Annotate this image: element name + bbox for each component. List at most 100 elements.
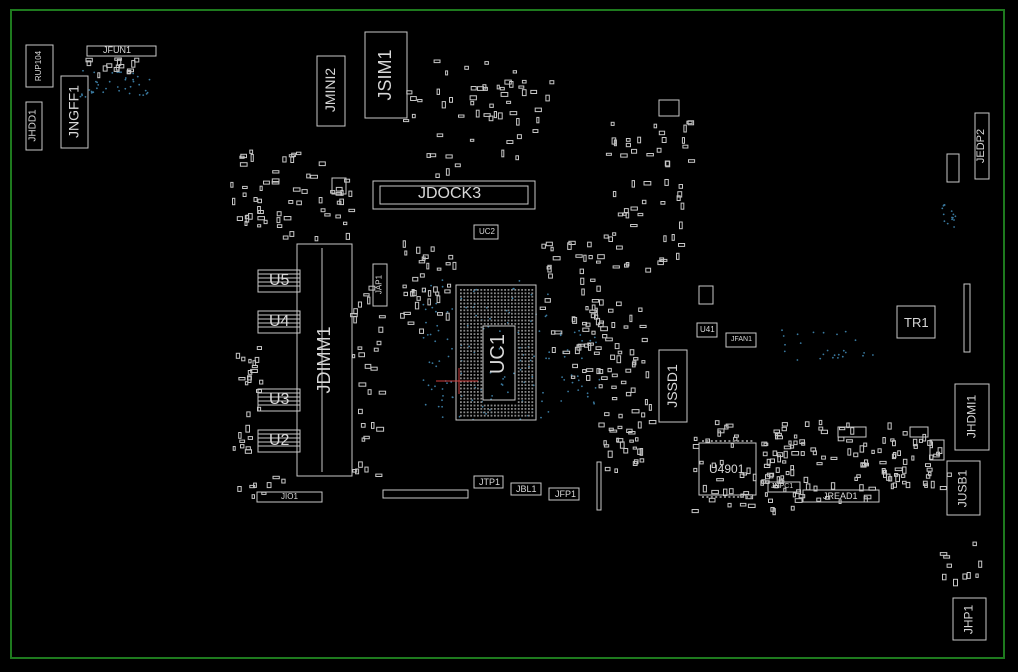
passive-component <box>902 466 907 474</box>
passive-component <box>648 420 657 425</box>
pad <box>724 496 726 498</box>
bga-ball <box>524 357 527 359</box>
bga-ball <box>463 394 466 397</box>
bga-ball <box>480 329 483 332</box>
bga-ball <box>494 323 496 325</box>
passive-component <box>603 440 607 446</box>
passive-component <box>291 152 296 157</box>
passive-component <box>860 462 867 468</box>
label-jhp1: JHP1 <box>961 604 976 635</box>
bga-ball <box>470 370 472 373</box>
bga-ball <box>511 414 513 417</box>
via <box>826 349 829 352</box>
bga-ball <box>483 411 486 414</box>
passive-component <box>373 347 379 352</box>
bga-ball <box>480 299 483 301</box>
bga-ball <box>524 319 527 322</box>
bga-ball <box>487 299 489 301</box>
bga-ball <box>487 306 489 308</box>
bga-ball <box>460 299 462 301</box>
passive-component <box>470 100 475 106</box>
passive-component <box>846 422 850 429</box>
bga-ball <box>466 340 469 342</box>
passive-component <box>352 469 358 473</box>
passive-component <box>939 486 947 491</box>
passive-component <box>599 299 604 306</box>
bga-ball <box>487 414 489 417</box>
bga-ball <box>470 360 472 363</box>
passive-component <box>863 496 868 503</box>
bga-ball <box>473 323 476 325</box>
bga-ball <box>473 360 476 363</box>
passive-component <box>549 80 555 85</box>
passive-component <box>521 79 527 84</box>
bga-ball <box>524 316 527 318</box>
via <box>128 92 131 95</box>
passive-component <box>859 445 865 453</box>
passive-component <box>671 234 675 241</box>
bga-ball <box>497 309 500 312</box>
passive-component <box>942 573 947 581</box>
bga-ball <box>473 380 476 383</box>
via <box>132 78 135 81</box>
pad <box>724 440 726 442</box>
bga-ball <box>514 306 517 308</box>
passive-component <box>254 356 260 363</box>
bga-ball <box>477 397 479 400</box>
via <box>471 399 474 402</box>
via <box>548 357 550 360</box>
bga-ball <box>514 312 517 315</box>
via <box>531 375 534 378</box>
bga-ball <box>473 408 476 410</box>
via <box>577 389 580 391</box>
bga-ball <box>473 397 476 400</box>
passive-component <box>677 191 683 198</box>
bga-ball <box>528 295 530 298</box>
via <box>502 378 504 380</box>
passive-component <box>912 438 918 447</box>
bga-ball <box>470 374 472 376</box>
bga-ball <box>470 336 472 339</box>
passive-component <box>782 460 787 464</box>
passive-component <box>352 354 356 359</box>
bga-ball <box>504 289 506 291</box>
via <box>841 355 844 358</box>
jap1-outline <box>372 263 388 307</box>
bga-ball <box>497 312 500 315</box>
passive-component <box>489 103 494 108</box>
bga-ball <box>494 299 496 301</box>
bga-ball <box>531 343 534 346</box>
bga-ball <box>470 306 472 308</box>
bga-ball <box>463 350 466 352</box>
passive-component <box>600 326 608 332</box>
passive-component <box>484 61 489 65</box>
bga-ball <box>524 370 527 373</box>
bga-ball <box>497 292 500 295</box>
via <box>442 395 444 397</box>
passive-component <box>975 573 979 578</box>
bga-ball <box>473 394 476 397</box>
bga-ball <box>473 401 476 403</box>
passive-component <box>892 440 896 447</box>
bga-ball <box>524 312 527 315</box>
bga-ball <box>511 295 513 298</box>
bga-ball <box>517 343 520 346</box>
passive-component <box>320 208 326 213</box>
via <box>512 287 515 290</box>
via <box>581 357 583 360</box>
bga-ball <box>528 343 530 346</box>
bga-ball <box>531 401 534 403</box>
bga-ball <box>463 387 466 390</box>
passive-component <box>433 59 441 64</box>
passive-component <box>412 276 419 282</box>
bga-ball <box>473 336 476 339</box>
passive-component <box>532 129 539 134</box>
via <box>548 351 551 354</box>
bga-ball <box>463 353 466 356</box>
label-jap1: JAP1 <box>374 274 384 295</box>
passive-component <box>357 346 363 350</box>
bga-ball <box>500 299 503 301</box>
passive-component <box>813 485 818 492</box>
bga-ball <box>531 370 534 373</box>
bga-ball <box>497 295 500 298</box>
